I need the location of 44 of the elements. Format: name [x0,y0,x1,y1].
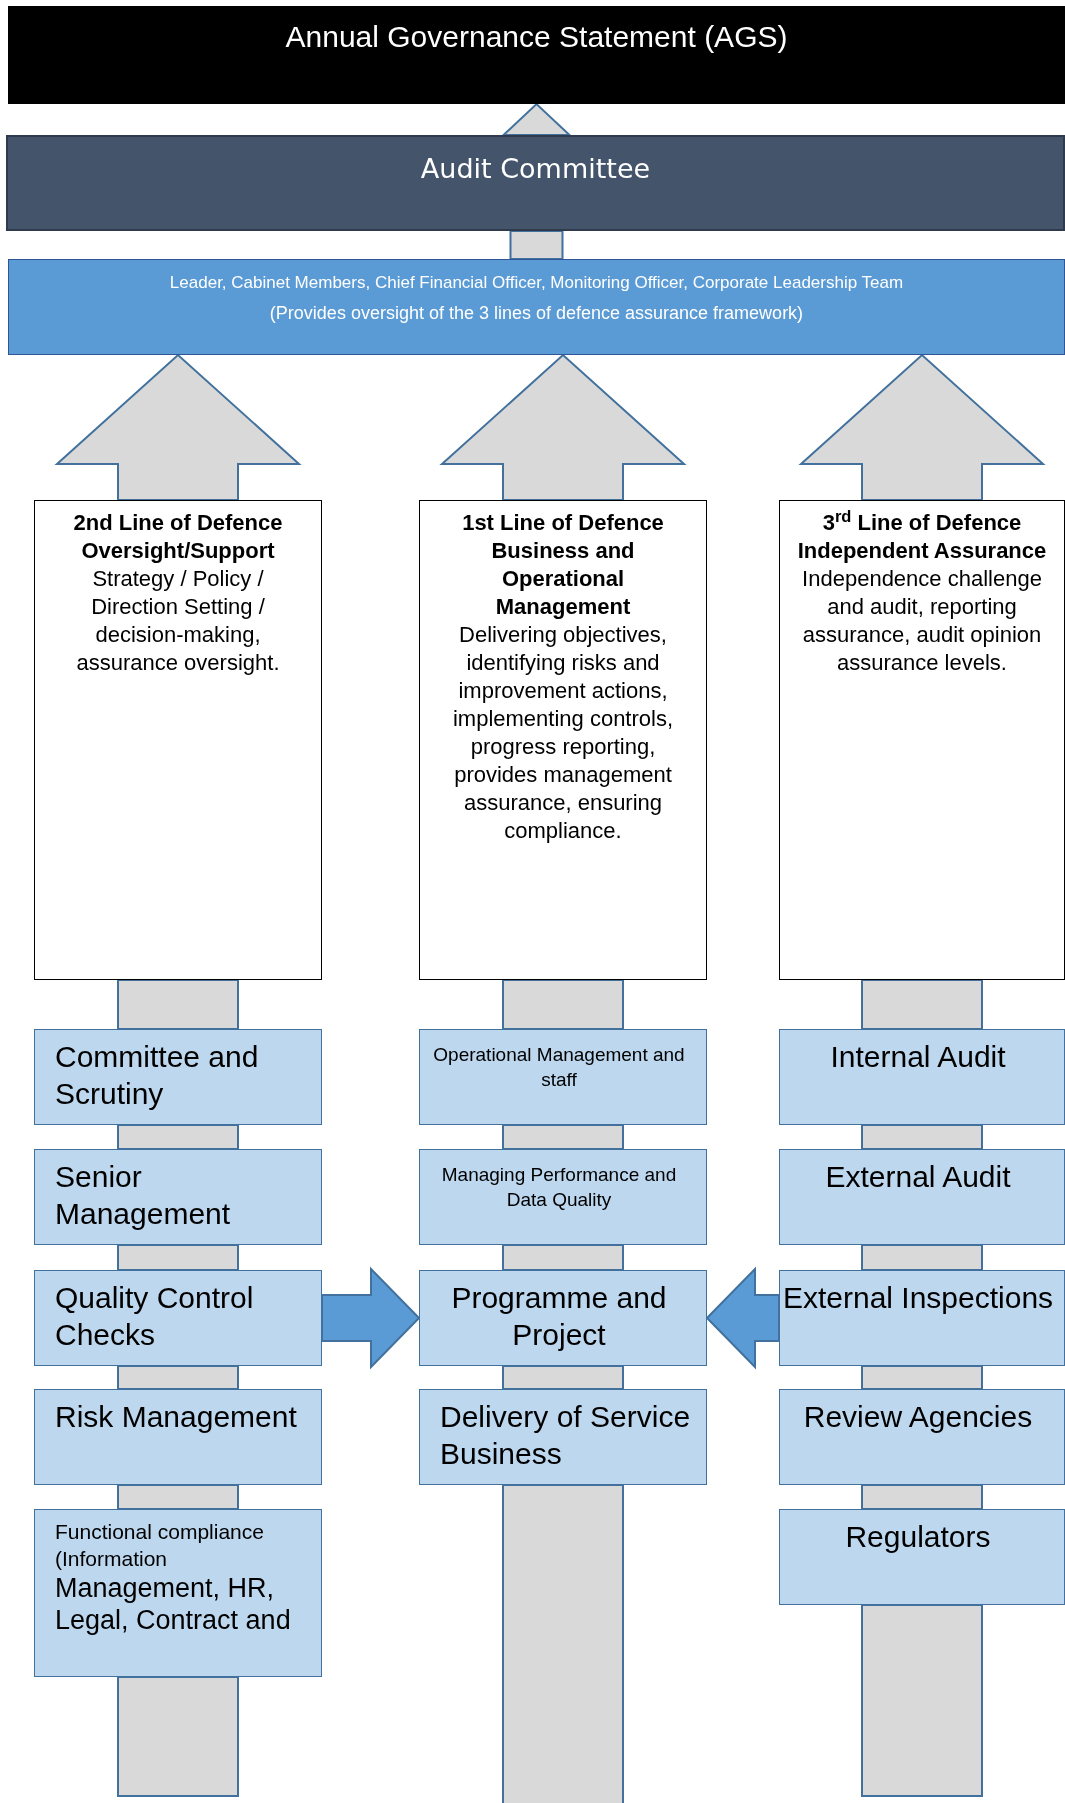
function-box: Risk Management [34,1389,322,1485]
function-box: External Audit [779,1149,1065,1245]
arrow [117,1365,239,1390]
function-box: Internal Audit [779,1029,1065,1125]
arrow [502,979,624,1030]
arrow [117,1484,239,1510]
function-box: Senior Management [34,1149,322,1245]
committee-bar: Audit Committee [6,135,1065,231]
arrow [502,1484,624,1803]
arrow [861,1484,983,1510]
arrow [798,353,1046,501]
arrow [117,979,239,1030]
function-box: Regulators [779,1509,1065,1605]
function-box: Committee and Scrutiny [34,1029,322,1125]
side-arrow [321,1266,421,1370]
arrow [861,979,983,1030]
arrow [509,230,564,260]
line-of-defence-box: 3$^{rd}$ Line of Defence Independent Assurance Independence challenge and audit, reporting assurance, audit opinion assurance levels. [779,500,1065,980]
function-box: Functional compliance (Information Management, HR, Legal, Contract and [34,1509,322,1677]
arrow [439,353,687,501]
arrow [502,1365,624,1390]
arrow [117,1676,239,1797]
arrow [502,1244,624,1271]
arrow [861,1365,983,1390]
arrow [861,1604,983,1797]
arrow [54,353,302,501]
function-box: Managing Performance and Data Quality [419,1149,707,1245]
arrow [117,1124,239,1150]
side-arrow [705,1266,780,1370]
line-of-defence-box: 1st Line of Defence Business and Operational Management Delivering objectives, identifying risks and improvement actions, implementing controls, progress reporting, provides management assurance, ensuring compliance. [419,500,707,980]
oversight-bar: Leader, Cabinet Members, Chief Financial Officer, Monitoring Officer, Corporate Leadership Team (Provides oversight of the 3 lines of defence assurance framework) [8,259,1065,355]
function-box: Review Agencies [779,1389,1065,1485]
function-box: Delivery of Service Business [419,1389,707,1485]
function-box: Programme and Project [419,1270,707,1366]
title-bar: Annual Governance Statement (AGS) [8,6,1065,104]
arrow [502,1124,624,1150]
arrow [861,1124,983,1150]
arrow [117,1244,239,1271]
function-box: Operational Management and staff [419,1029,707,1125]
function-box: External Inspections [779,1270,1065,1366]
line-of-defence-box: 2nd Line of Defence Oversight/Support Strategy / Policy / Direction Setting / decision-making, assurance oversight. [34,500,322,980]
arrow [861,1244,983,1271]
function-box: Quality Control Checks [34,1270,322,1366]
arrow [500,102,573,136]
